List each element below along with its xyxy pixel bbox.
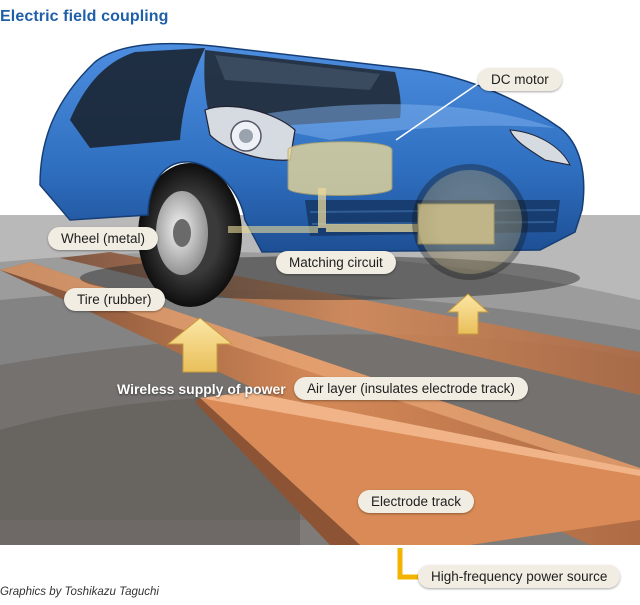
power-arrow-rear	[166, 317, 234, 373]
label-wireless-supply: Wireless supply of power	[117, 381, 286, 397]
page-title: Electric field coupling	[0, 8, 169, 25]
label-power-source: High-frequency power source	[418, 565, 621, 588]
car-illustration	[39, 42, 585, 307]
power-source-connector	[397, 548, 420, 580]
front-tire	[412, 164, 528, 280]
power-arrow-front	[446, 293, 490, 335]
label-wheel: Wheel (metal)	[48, 227, 159, 250]
dc-motor-shape	[287, 141, 393, 196]
graphics-credit: Graphics by Toshikazu Taguchi	[0, 586, 159, 598]
dc-motor-leader	[395, 80, 483, 141]
label-air-layer: Air layer (insulates electrode track)	[294, 377, 528, 400]
label-dc-motor: DC motor	[478, 68, 562, 91]
label-electrode-track: Electrode track	[358, 490, 475, 513]
label-matching-circuit: Matching circuit	[276, 251, 396, 274]
label-tire: Tire (rubber)	[64, 288, 165, 311]
electrode-track-graphic	[0, 252, 640, 545]
